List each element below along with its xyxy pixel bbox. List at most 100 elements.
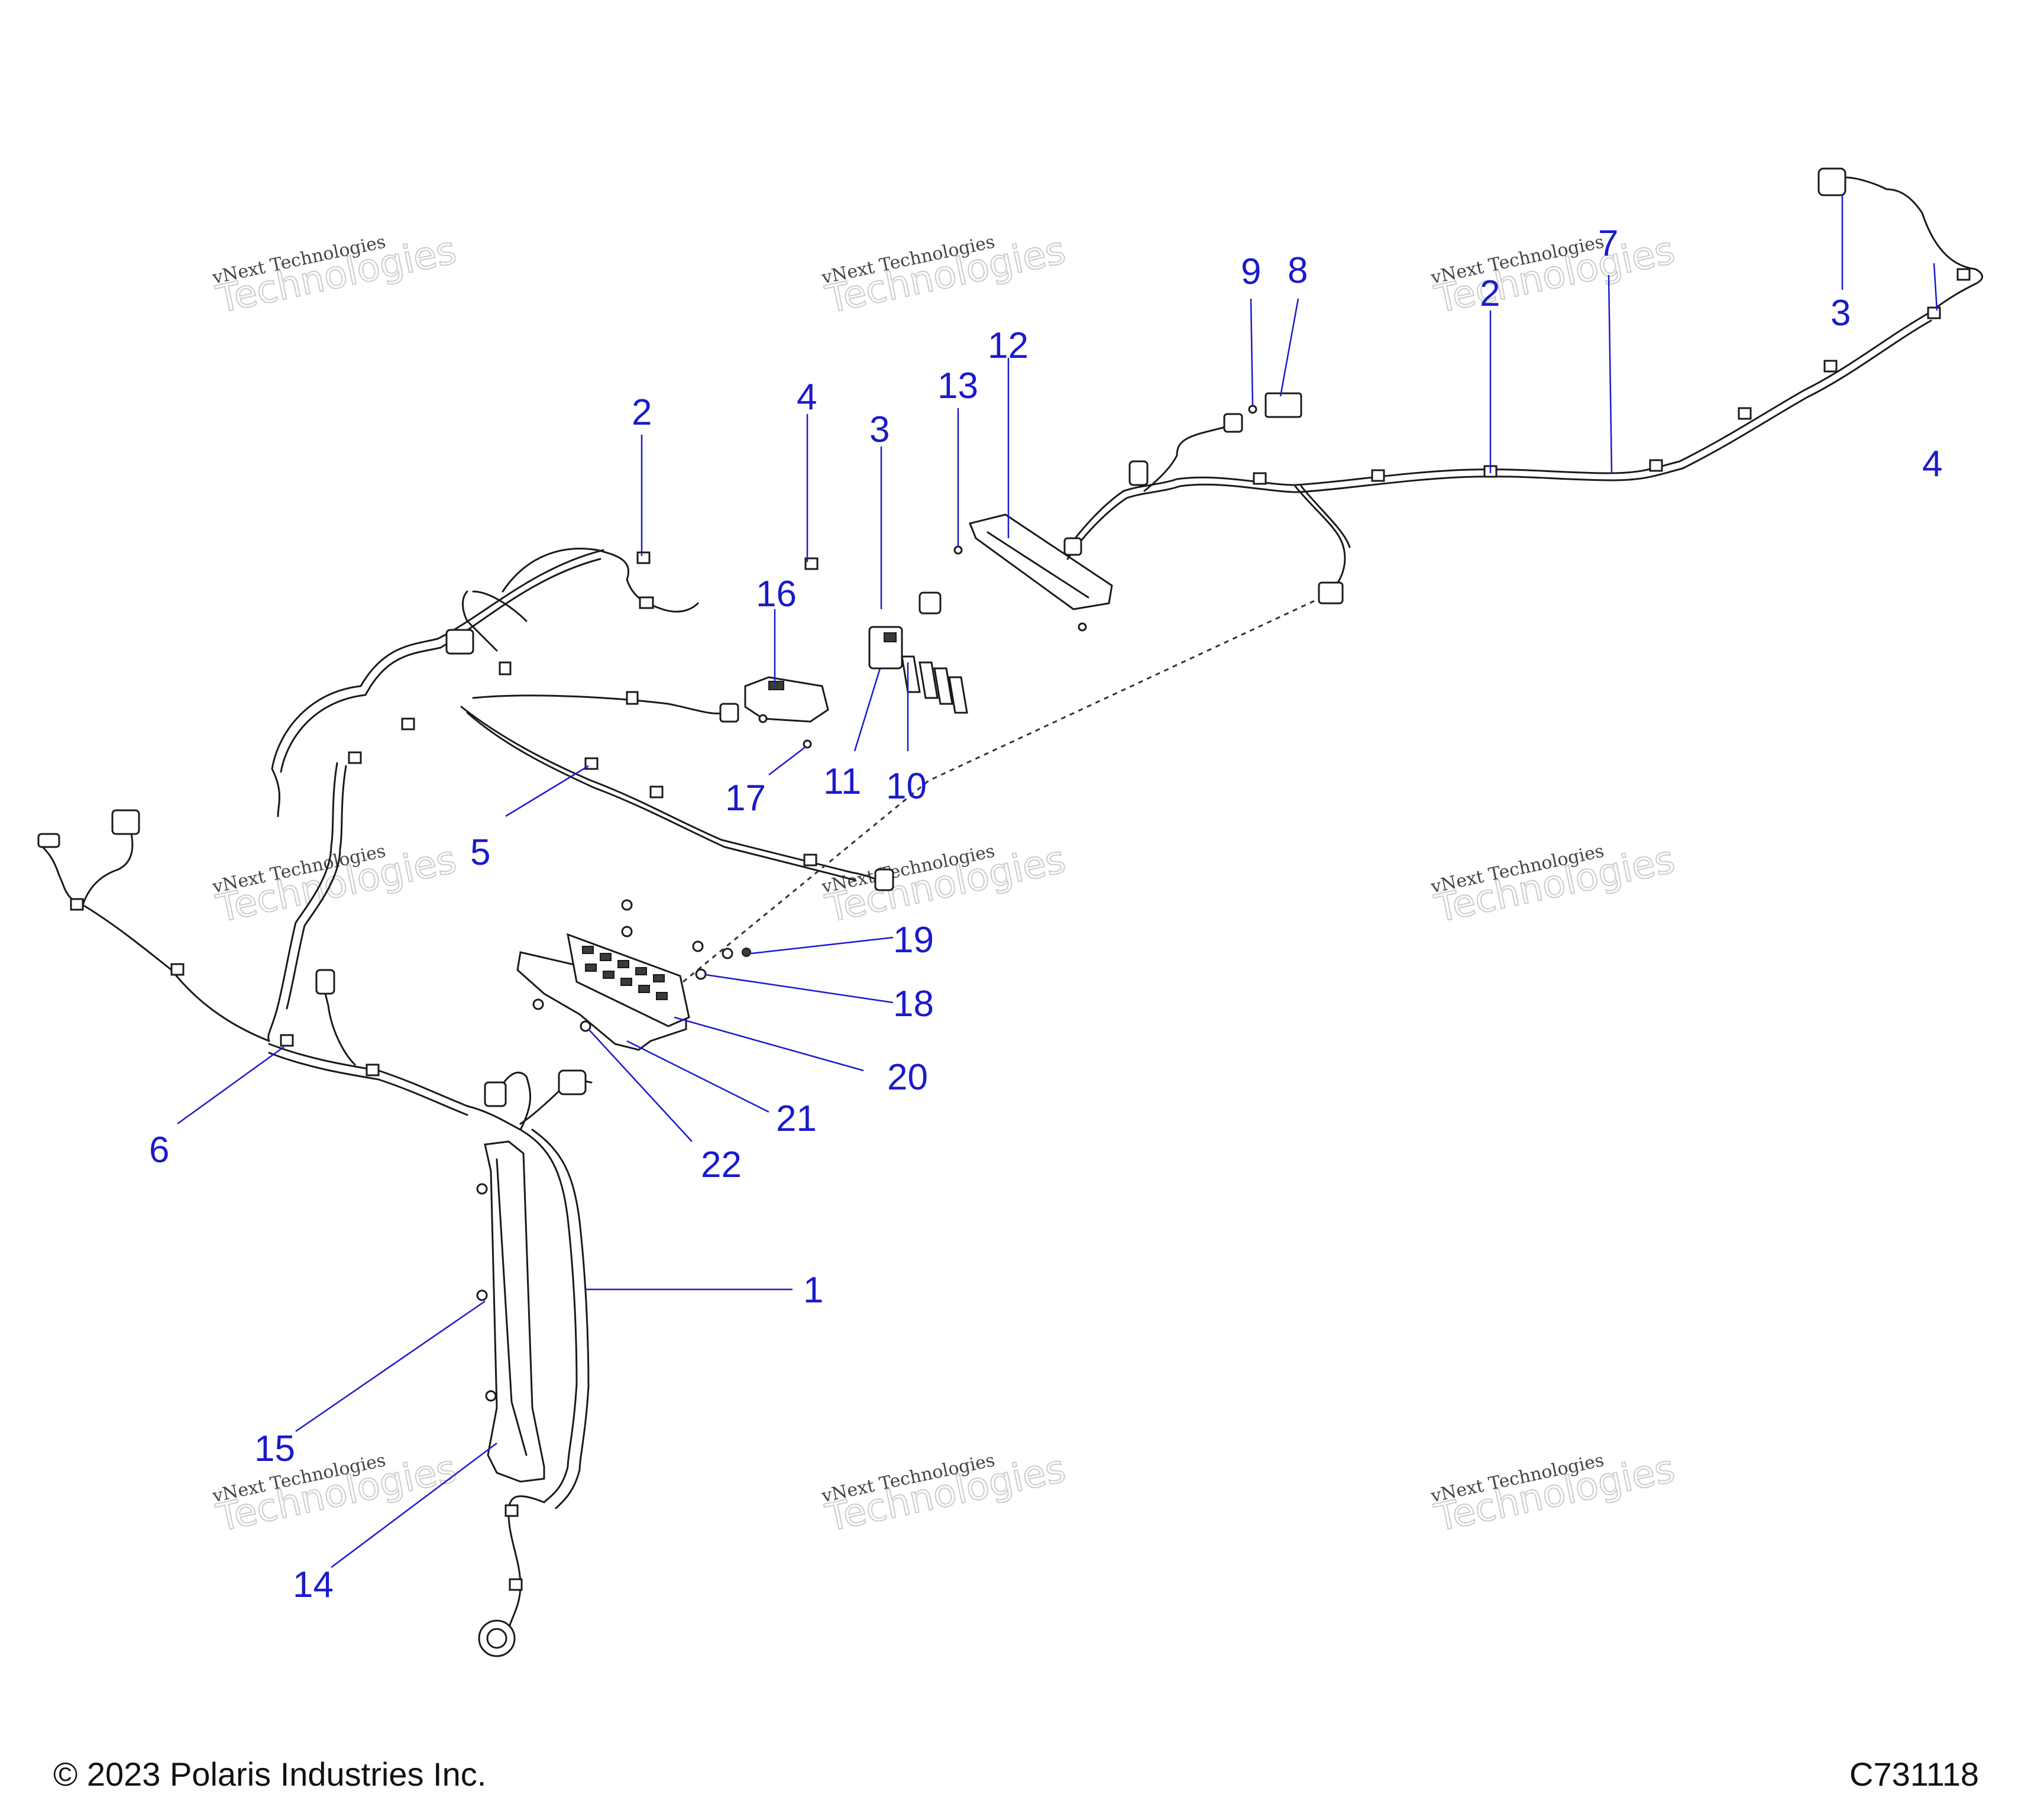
callout-22: 22 — [701, 1144, 742, 1185]
clip — [1649, 459, 1663, 472]
watermark: Technologies vNext Technologies — [819, 228, 1069, 322]
callouts: 1 2 3 4 5 6 7 8 9 10 11 12 13 14 15 16 1… — [149, 223, 1942, 1605]
callout-17: 17 — [725, 778, 766, 819]
clip — [504, 1504, 519, 1517]
connector — [37, 833, 60, 848]
harness-connectors — [37, 591, 942, 1657]
drawing-code: C731118 — [1849, 1755, 1979, 1793]
connector — [484, 1081, 507, 1107]
callout-4: 4 — [797, 377, 817, 418]
watermarks: Technologies vNext Technologies Technolo… — [210, 228, 1678, 1541]
callout-21: 21 — [776, 1098, 817, 1139]
clip — [280, 1034, 294, 1047]
grommet-inner — [486, 1628, 507, 1649]
callout-9: 9 — [1241, 251, 1261, 292]
clip — [1823, 360, 1838, 373]
screw — [692, 940, 704, 952]
callout-18: 18 — [893, 984, 934, 1024]
connector — [918, 591, 942, 615]
connection-line — [683, 596, 1322, 983]
clip — [170, 963, 185, 976]
rear-harness-7 — [1063, 176, 1983, 593]
bracket-8 — [1264, 392, 1302, 418]
screw — [621, 926, 633, 937]
connector — [558, 1069, 587, 1095]
connector — [1063, 537, 1082, 556]
clip — [499, 661, 512, 675]
watermark: Technologies vNext Technologies — [819, 837, 1069, 932]
connector — [1128, 460, 1149, 486]
connector — [111, 809, 140, 835]
watermark: Technologies vNext Technologies — [1428, 1446, 1678, 1541]
watermark: Technologies vNext Technologies — [210, 837, 460, 932]
connector — [1318, 581, 1344, 604]
rear-harness-clips — [1253, 268, 1971, 485]
clip — [1371, 469, 1385, 482]
clip — [1253, 472, 1267, 485]
clip — [509, 1578, 523, 1591]
callout-8: 8 — [1288, 250, 1308, 291]
callout-3-rear: 3 — [1830, 293, 1851, 334]
callout-10: 10 — [886, 766, 927, 807]
nut-9 — [1248, 405, 1257, 414]
fastener — [485, 1390, 497, 1402]
clip — [1956, 268, 1971, 281]
callout-3: 3 — [869, 409, 890, 450]
clip — [1927, 306, 1941, 319]
clip — [639, 596, 654, 609]
clip — [348, 751, 362, 764]
connector — [874, 868, 894, 891]
clip — [1738, 407, 1752, 420]
nut — [722, 948, 733, 959]
fuse-box-assembly — [516, 899, 751, 1051]
clip — [649, 785, 664, 798]
watermark: Technologies vNext Technologies — [1428, 228, 1678, 322]
callout-16: 16 — [756, 574, 797, 615]
callout-4-rear: 4 — [1922, 444, 1942, 484]
clip — [401, 717, 415, 730]
screw — [621, 899, 633, 911]
clip — [366, 1063, 380, 1076]
callout-5: 5 — [470, 832, 490, 873]
module-16 — [744, 676, 829, 749]
copyright-text: © 2023 Polaris Industries Inc. — [53, 1755, 487, 1793]
module-connector — [768, 681, 784, 690]
clip — [626, 691, 639, 705]
clip — [804, 557, 819, 570]
clip — [803, 853, 817, 867]
fuse-slots — [582, 946, 668, 1000]
connector — [1223, 413, 1243, 433]
callout-20: 20 — [887, 1057, 928, 1098]
fastener-13b — [1078, 622, 1087, 632]
fastener-13 — [953, 545, 963, 555]
watermark: Technologies vNext Technologies — [1428, 837, 1678, 932]
callout-11: 11 — [823, 761, 861, 802]
callout-15: 15 — [254, 1428, 295, 1469]
connector — [445, 629, 474, 655]
fastener — [476, 1183, 488, 1195]
callout-12: 12 — [988, 325, 1029, 366]
connector — [719, 703, 739, 723]
callout-6: 6 — [149, 1130, 169, 1171]
main-harness — [40, 548, 894, 1634]
watermark: Technologies vNext Technologies — [210, 228, 460, 322]
rear-harness-connectors — [1063, 167, 1846, 604]
nut-19 — [742, 948, 751, 957]
callout-7: 7 — [1598, 223, 1618, 264]
callout-2: 2 — [632, 392, 652, 433]
screw-18 — [695, 968, 707, 980]
clip — [70, 898, 84, 911]
watermark: Technologies vNext Technologies — [819, 1446, 1069, 1541]
fastener — [758, 714, 768, 723]
switch-11 — [868, 626, 903, 670]
fastener — [476, 1289, 488, 1301]
leader-lines — [177, 195, 1938, 1568]
watermark: Technologies vNext Technologies — [210, 1446, 460, 1541]
connector — [1817, 167, 1846, 196]
callout-13: 13 — [937, 366, 978, 406]
connector — [315, 969, 335, 995]
screw-22 — [580, 1020, 591, 1032]
callout-19: 19 — [893, 920, 934, 961]
cover-bracket-14 — [476, 1140, 545, 1483]
